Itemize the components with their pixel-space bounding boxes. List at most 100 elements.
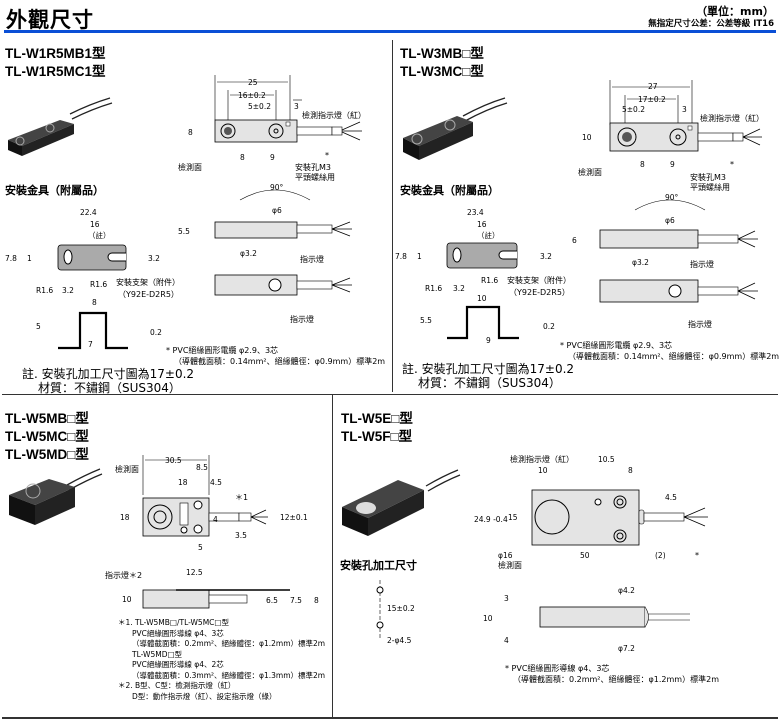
sensor-photo-w5m bbox=[9, 468, 103, 525]
dim-hole-w: 3.2 bbox=[453, 284, 465, 293]
cable-note: * PVC絕緣圓形電纜 φ2.9、3芯 （導體截面積：0.14mm²、絕緣體徑：… bbox=[560, 340, 779, 362]
dim-length: 30.5 bbox=[165, 456, 182, 465]
dim-hole-w: 5 bbox=[198, 543, 203, 552]
dim-bore-dia: φ3.2 bbox=[240, 249, 257, 258]
dim-hole-gap: 4 bbox=[213, 515, 218, 524]
dim-face-w: 10 bbox=[538, 466, 548, 475]
hole-title: 安裝孔加工尺寸 bbox=[340, 559, 417, 572]
section-w5m: TL-W5MB□型 TL-W5MC□型 TL-W5MD□型 bbox=[5, 410, 89, 464]
label-sensing-face: 檢測面 bbox=[115, 464, 139, 474]
label-indicator: 指示燈 bbox=[300, 254, 324, 264]
dim-hole-off: 3.5 bbox=[235, 531, 247, 540]
dim-c-bore: φ4.2 bbox=[618, 586, 635, 595]
dim-hole-dia: 2-φ4.5 bbox=[387, 636, 412, 645]
dim-cbore2: φ7.2 bbox=[618, 644, 635, 653]
model-name: TL-W5F□型 bbox=[341, 429, 413, 444]
drawing-w3: 27 17±0.2 5±0.2 3 10 8 9 檢測指示燈（紅） 檢測面 安裝… bbox=[572, 80, 764, 329]
model-name: TL-W5MD□型 bbox=[5, 447, 89, 462]
dim-hole-offset: 5±0.2 bbox=[622, 105, 645, 114]
model-name: TL-W3MC□型 bbox=[400, 64, 484, 79]
dim-pitch: 12±0.1 bbox=[280, 513, 308, 522]
dim-radius-right: R1.6 bbox=[90, 280, 107, 289]
dim-offset: 4.5 bbox=[210, 478, 222, 487]
dim-cable-gap: (2) bbox=[655, 551, 666, 560]
note-line: ＊2. B型、C型：檢測指示燈（紅） bbox=[118, 681, 236, 690]
cable-mark: * bbox=[730, 160, 734, 169]
dim-bracket-slot-w: 3.2 bbox=[540, 252, 552, 261]
label-indicator: 指示燈 bbox=[690, 259, 714, 269]
dim-height: 24.9 -0.4 bbox=[474, 515, 508, 524]
dim-hole-offset: 5±0.2 bbox=[248, 102, 271, 111]
bracket-drawing-w1r5: 22.4 16 （註） 7.8 1 3.2 R1.6 3.2 R1.6 安裝支架… bbox=[5, 208, 180, 350]
bracket-title: 安裝金具（附屬品） bbox=[5, 184, 104, 197]
sensor-photo-w5ef bbox=[342, 469, 461, 536]
dim-height: 10 bbox=[582, 133, 592, 142]
dim-hole-pitch: 15±0.2 bbox=[387, 604, 415, 613]
dim-thickness: 6 bbox=[572, 236, 577, 245]
dim-bracket-slot-w: 3.2 bbox=[148, 254, 160, 263]
label-bracket-part: 安裝支架（附件） bbox=[116, 277, 180, 287]
divider-horizontal-bottom bbox=[2, 717, 778, 719]
note-line: TL-W5MD□型 bbox=[132, 649, 183, 659]
model-name: TL-W1R5MB1型 bbox=[5, 46, 106, 61]
label-indicator-2: 指示燈 bbox=[290, 314, 314, 324]
dim-height: 8 bbox=[188, 128, 193, 137]
note-line: （導體截面積：0.3mm²、絕緣體徑：φ1.3mm）標準2m bbox=[132, 670, 326, 680]
label-mount-hole-2: 平頭螺絲用 bbox=[295, 172, 335, 182]
label-bracket-code: （Y92E-D2R5） bbox=[509, 288, 570, 297]
section-w5ef: TL-W5E□型 TL-W5F□型 bbox=[341, 410, 413, 446]
notes-w5m: ＊1. TL-W5MB□/TL-W5MC□型 PVC絕緣圓形導線 φ4、3芯 （… bbox=[118, 618, 325, 702]
bracket-title: 安裝金具（附屬品） bbox=[400, 184, 499, 197]
dim-hole-w: 3.2 bbox=[62, 286, 74, 295]
label-indicator-red: 檢測指示燈（紅） bbox=[510, 454, 574, 464]
note-line: PVC絕緣圓形導線 φ4、3芯 bbox=[132, 628, 224, 638]
dim-bracket-pitch: 16 bbox=[477, 220, 487, 229]
dim-angle: 90° bbox=[270, 183, 284, 192]
dim-bend-bottom: 7 bbox=[88, 340, 93, 349]
label-bracket-part: 安裝支架（附件） bbox=[507, 275, 571, 285]
dim-plate-thickness: 0.2 bbox=[543, 322, 555, 331]
dim-thickness: 5.5 bbox=[178, 227, 190, 236]
dim-bend-height: 5 bbox=[36, 322, 41, 331]
note-line: 材質：不鏽鋼（SUS304） bbox=[38, 381, 181, 395]
note-line: PVC絕緣圓形導線 φ4、2芯 bbox=[132, 660, 224, 669]
label-mount-hole-2: 平頭螺絲用 bbox=[690, 182, 730, 192]
dim-seg1: 8 bbox=[240, 153, 245, 162]
dim-length: 25 bbox=[248, 78, 258, 87]
dim-hole-dia: φ6 bbox=[665, 216, 675, 225]
dim-radius-right: R1.6 bbox=[481, 276, 498, 285]
dim-top: 3 bbox=[504, 594, 509, 603]
label-mount-hole: 安裝孔M3 bbox=[690, 172, 726, 182]
dim-h3: 8 bbox=[314, 596, 319, 605]
dim-indicator-gap: 3 bbox=[294, 102, 299, 111]
bracket-drawing-w3: 23.4 16 （註） 7.8 1 3.2 R1.6 3.2 R1.6 安裝支架… bbox=[395, 208, 571, 340]
cable-note-line: （導體截面積：0.14mm²、絕緣體徑：φ0.9mm）標準2m bbox=[174, 357, 386, 366]
dim-tail: 8.5 bbox=[196, 463, 208, 472]
divider-vertical-top bbox=[392, 40, 393, 392]
dim-hole-dia: φ6 bbox=[272, 206, 282, 215]
sensor-photo-w3 bbox=[403, 97, 508, 160]
label-bracket-code: （Y92E-D2R5） bbox=[118, 290, 179, 299]
model-name: TL-W5MB□型 bbox=[5, 411, 89, 426]
cable-note-line: * PVC絕緣圓形導線 φ4、3芯 bbox=[505, 664, 610, 673]
label-indicator: 指示燈＊2 bbox=[105, 570, 142, 580]
dim-hole-gap: 10.5 bbox=[598, 455, 615, 464]
label-sensing-face: 檢測面 bbox=[578, 167, 602, 177]
dim-seg1: 8 bbox=[640, 160, 645, 169]
cable-mark: ＊1 bbox=[235, 493, 248, 502]
dim-radius-left: R1.6 bbox=[36, 286, 53, 295]
dim-seg2: 9 bbox=[670, 160, 675, 169]
dim-h1: 6.5 bbox=[266, 596, 278, 605]
note-line: 註. 安裝孔加工尺寸圖為17±0.2 bbox=[402, 362, 575, 376]
bracket-note: （註） bbox=[477, 230, 500, 240]
dim-radius-left: R1.6 bbox=[425, 284, 442, 293]
cable-note-line: * PVC絕緣圓形電纜 φ2.9、3芯 bbox=[560, 341, 673, 350]
divider-horizontal-middle bbox=[2, 394, 778, 395]
mount-hole-drawing: 15±0.2 2-φ4.5 bbox=[376, 580, 415, 645]
dim-side-h: 10 bbox=[483, 614, 493, 623]
bracket-note: （註） bbox=[88, 230, 111, 240]
model-name: TL-W5MC□型 bbox=[5, 429, 89, 444]
dim-face-dia: φ16 bbox=[498, 551, 513, 560]
dim-tail: 8 bbox=[628, 466, 633, 475]
dim-bracket-length: 23.4 bbox=[467, 208, 484, 217]
